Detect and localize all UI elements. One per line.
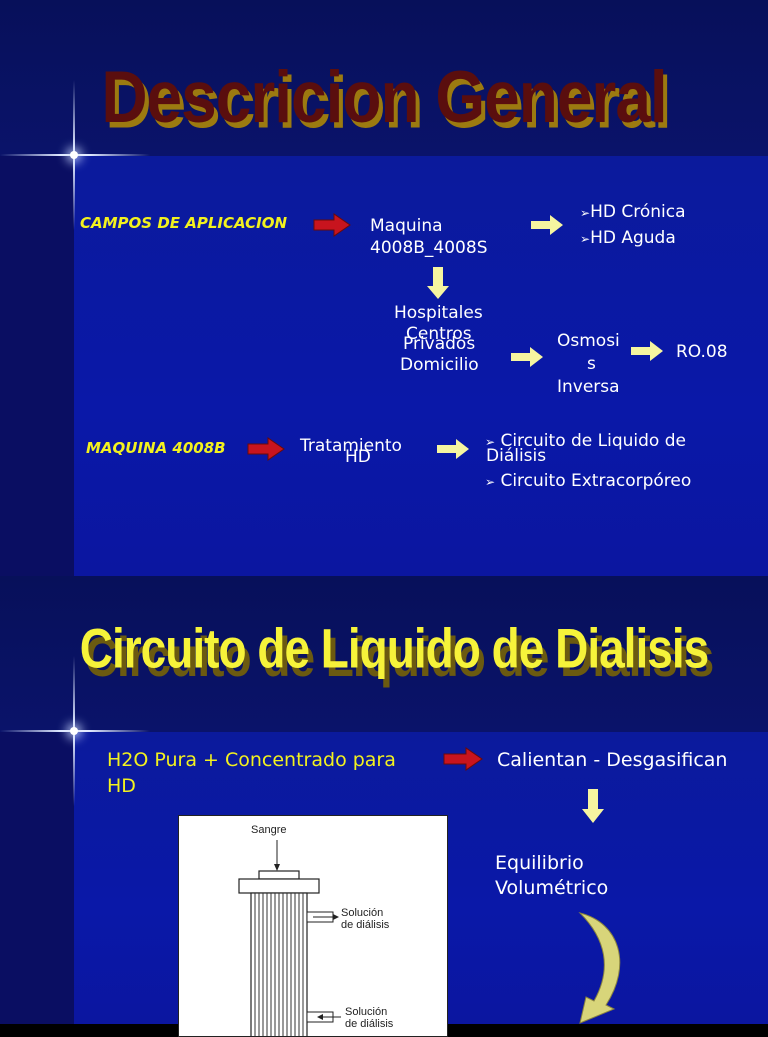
maquina-line-2: 4008B_4008S bbox=[370, 238, 488, 258]
equilibrio-line-1: Equilibrio bbox=[495, 852, 584, 874]
red-arrow-icon bbox=[247, 437, 285, 461]
sangre-label: Sangre bbox=[251, 824, 287, 836]
calientan-label: Calientan - Desgasifican bbox=[497, 749, 728, 771]
ro-label: RO.08 bbox=[676, 342, 728, 362]
circuit-item-1: ➢ Circuito de Liquido de bbox=[485, 431, 686, 451]
content-panel bbox=[74, 156, 768, 576]
maquina-line-1: Maquina bbox=[370, 216, 443, 236]
osmosis-line-3: Inversa bbox=[557, 377, 620, 397]
campos-label: CAMPOS DE APLICACION bbox=[80, 214, 288, 232]
equilibrio-line-2: Volumétrico bbox=[495, 877, 609, 899]
cream-arrow-down-icon bbox=[427, 267, 449, 299]
lens-flare-center bbox=[70, 151, 78, 159]
h2o-line-1: H2O Pura + Concentrado para bbox=[107, 749, 396, 771]
circuit-item-1-cont: Diálisis bbox=[486, 446, 547, 466]
cream-arrow-down-icon bbox=[582, 789, 604, 823]
cream-arrow-icon bbox=[437, 439, 469, 459]
slide-title-2: Circuito de Liquido de Dialisis bbox=[79, 617, 709, 680]
slide-title: Descricion General bbox=[101, 55, 667, 138]
place-domicilio: Domicilio bbox=[400, 355, 479, 375]
dialyzer-drawing bbox=[238, 840, 341, 1036]
curved-arrow-icon bbox=[578, 912, 621, 1024]
red-arrow-icon bbox=[443, 747, 483, 771]
h2o-line-2: HD bbox=[107, 775, 136, 797]
left-band bbox=[0, 156, 74, 576]
tratamiento-line-2: HD bbox=[345, 447, 371, 467]
osmosis-line-1: Osmosi bbox=[557, 331, 620, 351]
maquina-4008b-label: MAQUINA 4008B bbox=[86, 439, 226, 457]
hd-item-2: ➢HD Aguda bbox=[580, 228, 676, 248]
tratamiento-line-1: Tratamiento bbox=[300, 436, 402, 456]
solucion-label-1a: Solución bbox=[341, 907, 384, 919]
circuit-item-2: ➢ Circuito Extracorpóreo bbox=[485, 471, 692, 491]
place-centros: Centros bbox=[406, 324, 472, 344]
slide-descricion-general: Descricion General CAMPOS DE APLICACION … bbox=[0, 0, 768, 576]
left-band bbox=[0, 732, 74, 1024]
dialyzer-diagram: Sangre Solución de diálisis Solución de … bbox=[178, 815, 448, 1037]
title-band bbox=[0, 0, 768, 156]
hd-item-1: ➢HD Crónica bbox=[580, 202, 686, 222]
cream-arrow-icon bbox=[631, 341, 663, 361]
place-privados: Privados bbox=[403, 334, 476, 354]
solucion-label-2a: Solución bbox=[345, 1006, 388, 1018]
cream-arrow-icon bbox=[531, 215, 563, 235]
title-band bbox=[0, 576, 768, 732]
solucion-label-1b: de diálisis bbox=[341, 919, 390, 931]
osmosis-line-2: s bbox=[587, 354, 596, 374]
red-arrow-icon bbox=[313, 213, 351, 237]
cream-arrow-icon bbox=[511, 347, 543, 367]
lens-flare-center bbox=[70, 727, 78, 735]
place-hospitales: Hospitales bbox=[394, 303, 483, 323]
